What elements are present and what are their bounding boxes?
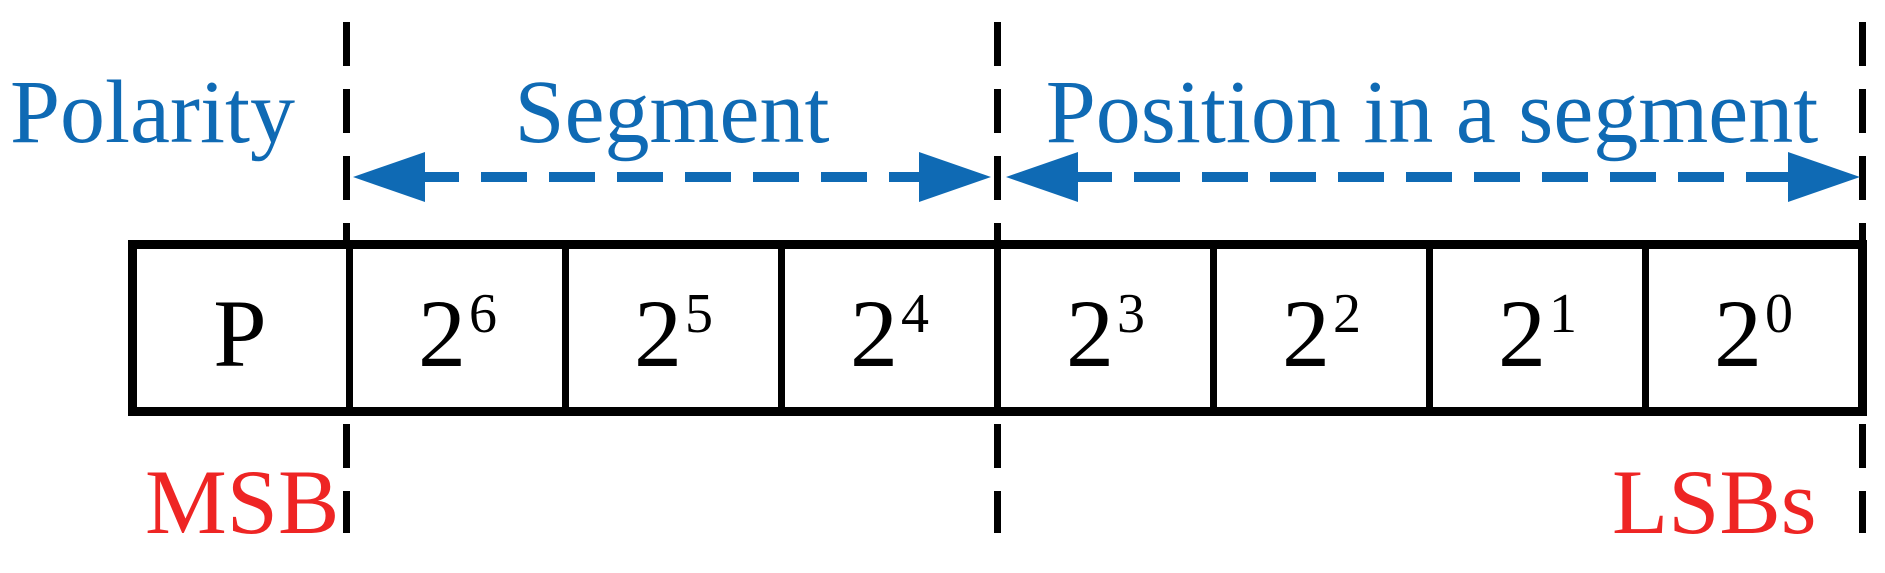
msb-label: MSB bbox=[145, 451, 340, 553]
bit-cell-exponent: 4 bbox=[901, 283, 929, 345]
bit-cell-exponent: 1 bbox=[1549, 283, 1577, 345]
bit-cell-label: P bbox=[213, 280, 267, 387]
bit-cell-label: 2 bbox=[1282, 280, 1330, 387]
bit-cell-2e3: 23 bbox=[994, 249, 1210, 407]
bit-cell-2e6: 26 bbox=[346, 249, 562, 407]
position-range-arrow-icon bbox=[1006, 152, 1860, 202]
bit-cell-label: 2 bbox=[634, 280, 682, 387]
lsbs-label: LSBs bbox=[1612, 451, 1817, 553]
bit-cell-2e1: 21 bbox=[1426, 249, 1642, 407]
bit-cell-2e0: 20 bbox=[1642, 249, 1858, 407]
bit-cell-label: 2 bbox=[850, 280, 898, 387]
bit-cell-exponent: 3 bbox=[1117, 283, 1145, 345]
bit-cell-exponent: 5 bbox=[685, 283, 713, 345]
bit-cell-row: P 26 25 24 23 22 21 20 bbox=[128, 240, 1867, 416]
bit-cell-exponent: 2 bbox=[1333, 283, 1361, 345]
bit-cell-2e4: 24 bbox=[778, 249, 994, 407]
bit-cell-label: 2 bbox=[1066, 280, 1114, 387]
bit-cell-label: 2 bbox=[1498, 280, 1546, 387]
bit-cell-label: 2 bbox=[1714, 280, 1762, 387]
bit-cell-2e2: 22 bbox=[1210, 249, 1426, 407]
bit-cell-exponent: 6 bbox=[469, 283, 497, 345]
polarity-label: Polarity bbox=[10, 63, 295, 162]
bit-cell-exponent: 0 bbox=[1765, 283, 1793, 345]
segment-label: Segment bbox=[514, 63, 830, 162]
position-in-segment-label: Position in a segment bbox=[1045, 63, 1819, 162]
bit-cell-polarity: P bbox=[137, 249, 346, 407]
bit-cell-2e5: 25 bbox=[562, 249, 778, 407]
segment-range-arrow-icon bbox=[353, 152, 991, 202]
bit-cell-label: 2 bbox=[418, 280, 466, 387]
